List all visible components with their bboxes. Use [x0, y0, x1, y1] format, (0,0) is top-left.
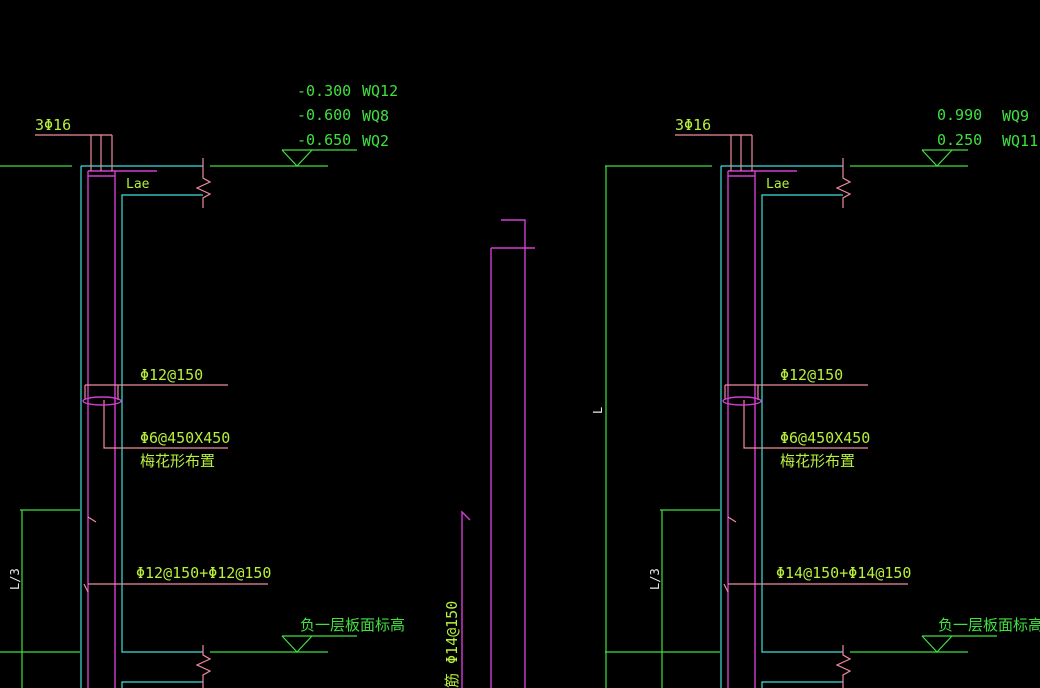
green-dimension-lines — [0, 165, 328, 688]
elevation-value: -0.600 — [297, 106, 351, 124]
elevation-value: -0.300 — [297, 82, 351, 100]
horizontal-bar-label: Φ12@150 — [140, 366, 203, 384]
tie-bar-label: Φ6@450X450 — [140, 429, 230, 447]
tie-bar-label: Φ6@450X450 — [780, 429, 870, 447]
elevation-value: 0.250 — [937, 131, 982, 149]
top-bar-label: 3Φ16 — [675, 116, 711, 134]
rebar-lines — [727, 170, 797, 688]
break-line-icon — [195, 158, 212, 688]
wall-id: WQ9 — [1002, 107, 1029, 125]
wall-id: WQ8 — [362, 107, 389, 125]
wall-id: WQ2 — [362, 132, 389, 150]
elevation-marker-icon — [281, 149, 357, 653]
anchor-label: Lae — [766, 177, 790, 192]
vertical-bar-label: Φ12@150+Φ12@150 — [136, 564, 271, 582]
center-wall-section: 筋 Φ14@150 — [443, 219, 535, 688]
wall-outline — [80, 165, 203, 688]
break-line-icon — [835, 158, 852, 688]
dim-label: L/3 — [648, 568, 662, 590]
horizontal-bar-label: Φ12@150 — [780, 366, 843, 384]
tie-leaders — [83, 384, 228, 593]
tie-bar-icon — [82, 396, 122, 406]
dim-label: L/3 — [8, 568, 22, 590]
elevation-marker-icon — [921, 149, 997, 653]
top-bar-leader — [35, 134, 113, 171]
elevation-value: -0.650 — [297, 131, 351, 149]
anchor-label: Lae — [126, 177, 150, 192]
tie-bar-icon — [722, 396, 762, 406]
tie-note: 梅花形布置 — [780, 452, 855, 470]
wall-id: WQ11 — [1002, 132, 1038, 150]
left-wall-detail: 3Φ16 -0.300 WQ12 -0.600 WQ8 -0.650 WQ2 L… — [0, 82, 405, 688]
center-vertical-label: 筋 Φ14@150 — [443, 601, 461, 688]
right-wall-detail: 3Φ16 0.990 WQ9 0.250 WQ11 Lae Φ12@150 Φ6… — [591, 106, 1040, 688]
tie-leaders — [723, 384, 868, 593]
rebar-lines — [87, 170, 157, 688]
tie-note: 梅花形布置 — [140, 452, 215, 470]
height-label: L — [591, 407, 605, 414]
wall-id: WQ12 — [362, 82, 398, 100]
center-rebar-lines — [461, 219, 535, 688]
slab-label: 负一层板面标高 — [300, 616, 405, 634]
vertical-bar-label: Φ14@150+Φ14@150 — [776, 564, 911, 582]
top-bar-leader — [675, 134, 753, 171]
green-dimension-lines — [605, 165, 968, 688]
slab-label: 负一层板面标高 — [938, 616, 1040, 634]
wall-outline — [720, 165, 843, 688]
elevation-value: 0.990 — [937, 106, 982, 124]
top-bar-label: 3Φ16 — [35, 116, 71, 134]
